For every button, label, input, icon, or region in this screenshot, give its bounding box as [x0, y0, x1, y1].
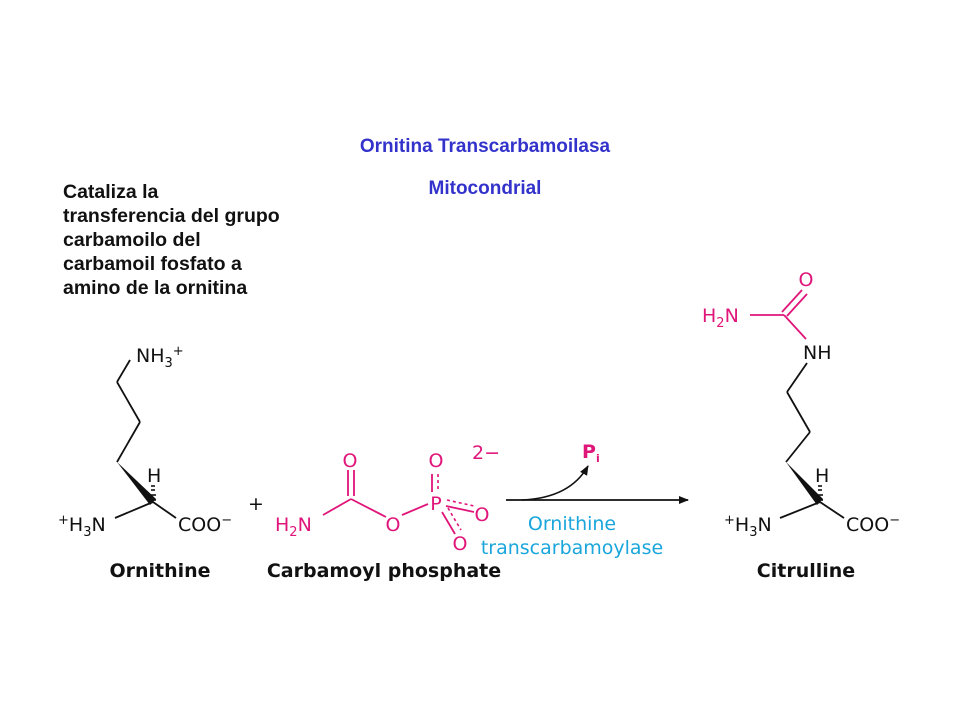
byproduct-arrow	[521, 465, 589, 501]
inorganic-phosphate-label: Pi	[582, 441, 600, 465]
bond	[114, 501, 154, 519]
bond	[779, 501, 821, 519]
amide-nitrogen-label: H2N	[275, 514, 312, 540]
hash-bond	[150, 485, 156, 501]
description-text: Cataliza la transferencia del grupo carb…	[63, 180, 353, 300]
bond	[819, 501, 845, 519]
phosphate-oxygen-bottom-label: O	[453, 533, 468, 555]
phosphorus-label: P	[430, 493, 441, 515]
hydrogen-label: H	[815, 465, 829, 487]
bond	[441, 511, 456, 535]
bond	[786, 362, 808, 393]
dashed-bond	[447, 507, 462, 531]
ammonium-group-label: +H3N	[724, 513, 772, 540]
hash-bond	[817, 485, 823, 501]
description-line: carbamoil fosfato a	[63, 253, 242, 275]
diagram-title: Ornitina Transcarbamoilasa	[359, 136, 611, 157]
bond	[445, 505, 475, 513]
dashed-bond	[446, 499, 475, 507]
plus-sign: +	[248, 493, 264, 515]
carbamoyl-phosphate-name: Carbamoyl phosphate	[267, 560, 501, 582]
carbonyl-oxygen-label: O	[343, 450, 358, 472]
description-line: amino de la ornitina	[63, 277, 248, 299]
description-line: carbamoilo del	[63, 229, 201, 251]
carbonyl-oxygen-label: O	[799, 269, 814, 291]
phosphate-oxygen-right-label: O	[475, 504, 490, 526]
phosphate-oxygen-top-label: O	[429, 450, 444, 472]
bridging-oxygen-label: O	[386, 514, 401, 536]
bond	[322, 498, 352, 516]
hydrogen-label: H	[147, 465, 161, 487]
ornithine-name: Ornithine	[109, 560, 210, 582]
wedge-bond	[117, 462, 156, 505]
carboxylate-label: COO−	[846, 513, 900, 536]
bond	[350, 498, 387, 518]
bond	[783, 314, 807, 340]
amine-group-label: NH3+	[136, 344, 184, 371]
description-line: transferencia del grupo	[63, 205, 280, 227]
ureido-nitrogen-label: H2N	[702, 305, 739, 331]
bond	[786, 391, 811, 433]
charge-label: 2−	[472, 442, 500, 464]
bond	[116, 359, 131, 383]
carboxylate-label: COO−	[178, 513, 232, 536]
nh-group-label: NH	[803, 342, 832, 364]
bond	[401, 503, 429, 516]
bond	[116, 381, 141, 423]
double-bond	[786, 293, 808, 317]
enzyme-name-line2: transcarbamoylase	[481, 537, 663, 559]
ammonium-group-label: +H3N	[58, 513, 106, 540]
citrulline-name: Citrulline	[757, 560, 855, 582]
diagram-subtitle: Mitocondrial	[428, 178, 542, 199]
wedge-bond	[786, 462, 823, 505]
enzyme-name-line1: Ornithine	[528, 513, 616, 535]
ornithine-molecule: NH3+ H +H3N COO−	[58, 344, 232, 540]
citrulline-molecule: O H2N NH H +H3N COO−	[702, 269, 900, 540]
bond	[152, 501, 177, 519]
bond	[785, 431, 811, 463]
bond	[116, 421, 141, 463]
carbamoyl-phosphate-molecule: O H2N O P O O O 2−	[275, 442, 500, 555]
double-bond	[781, 289, 803, 313]
description-line: Cataliza la	[63, 181, 159, 203]
